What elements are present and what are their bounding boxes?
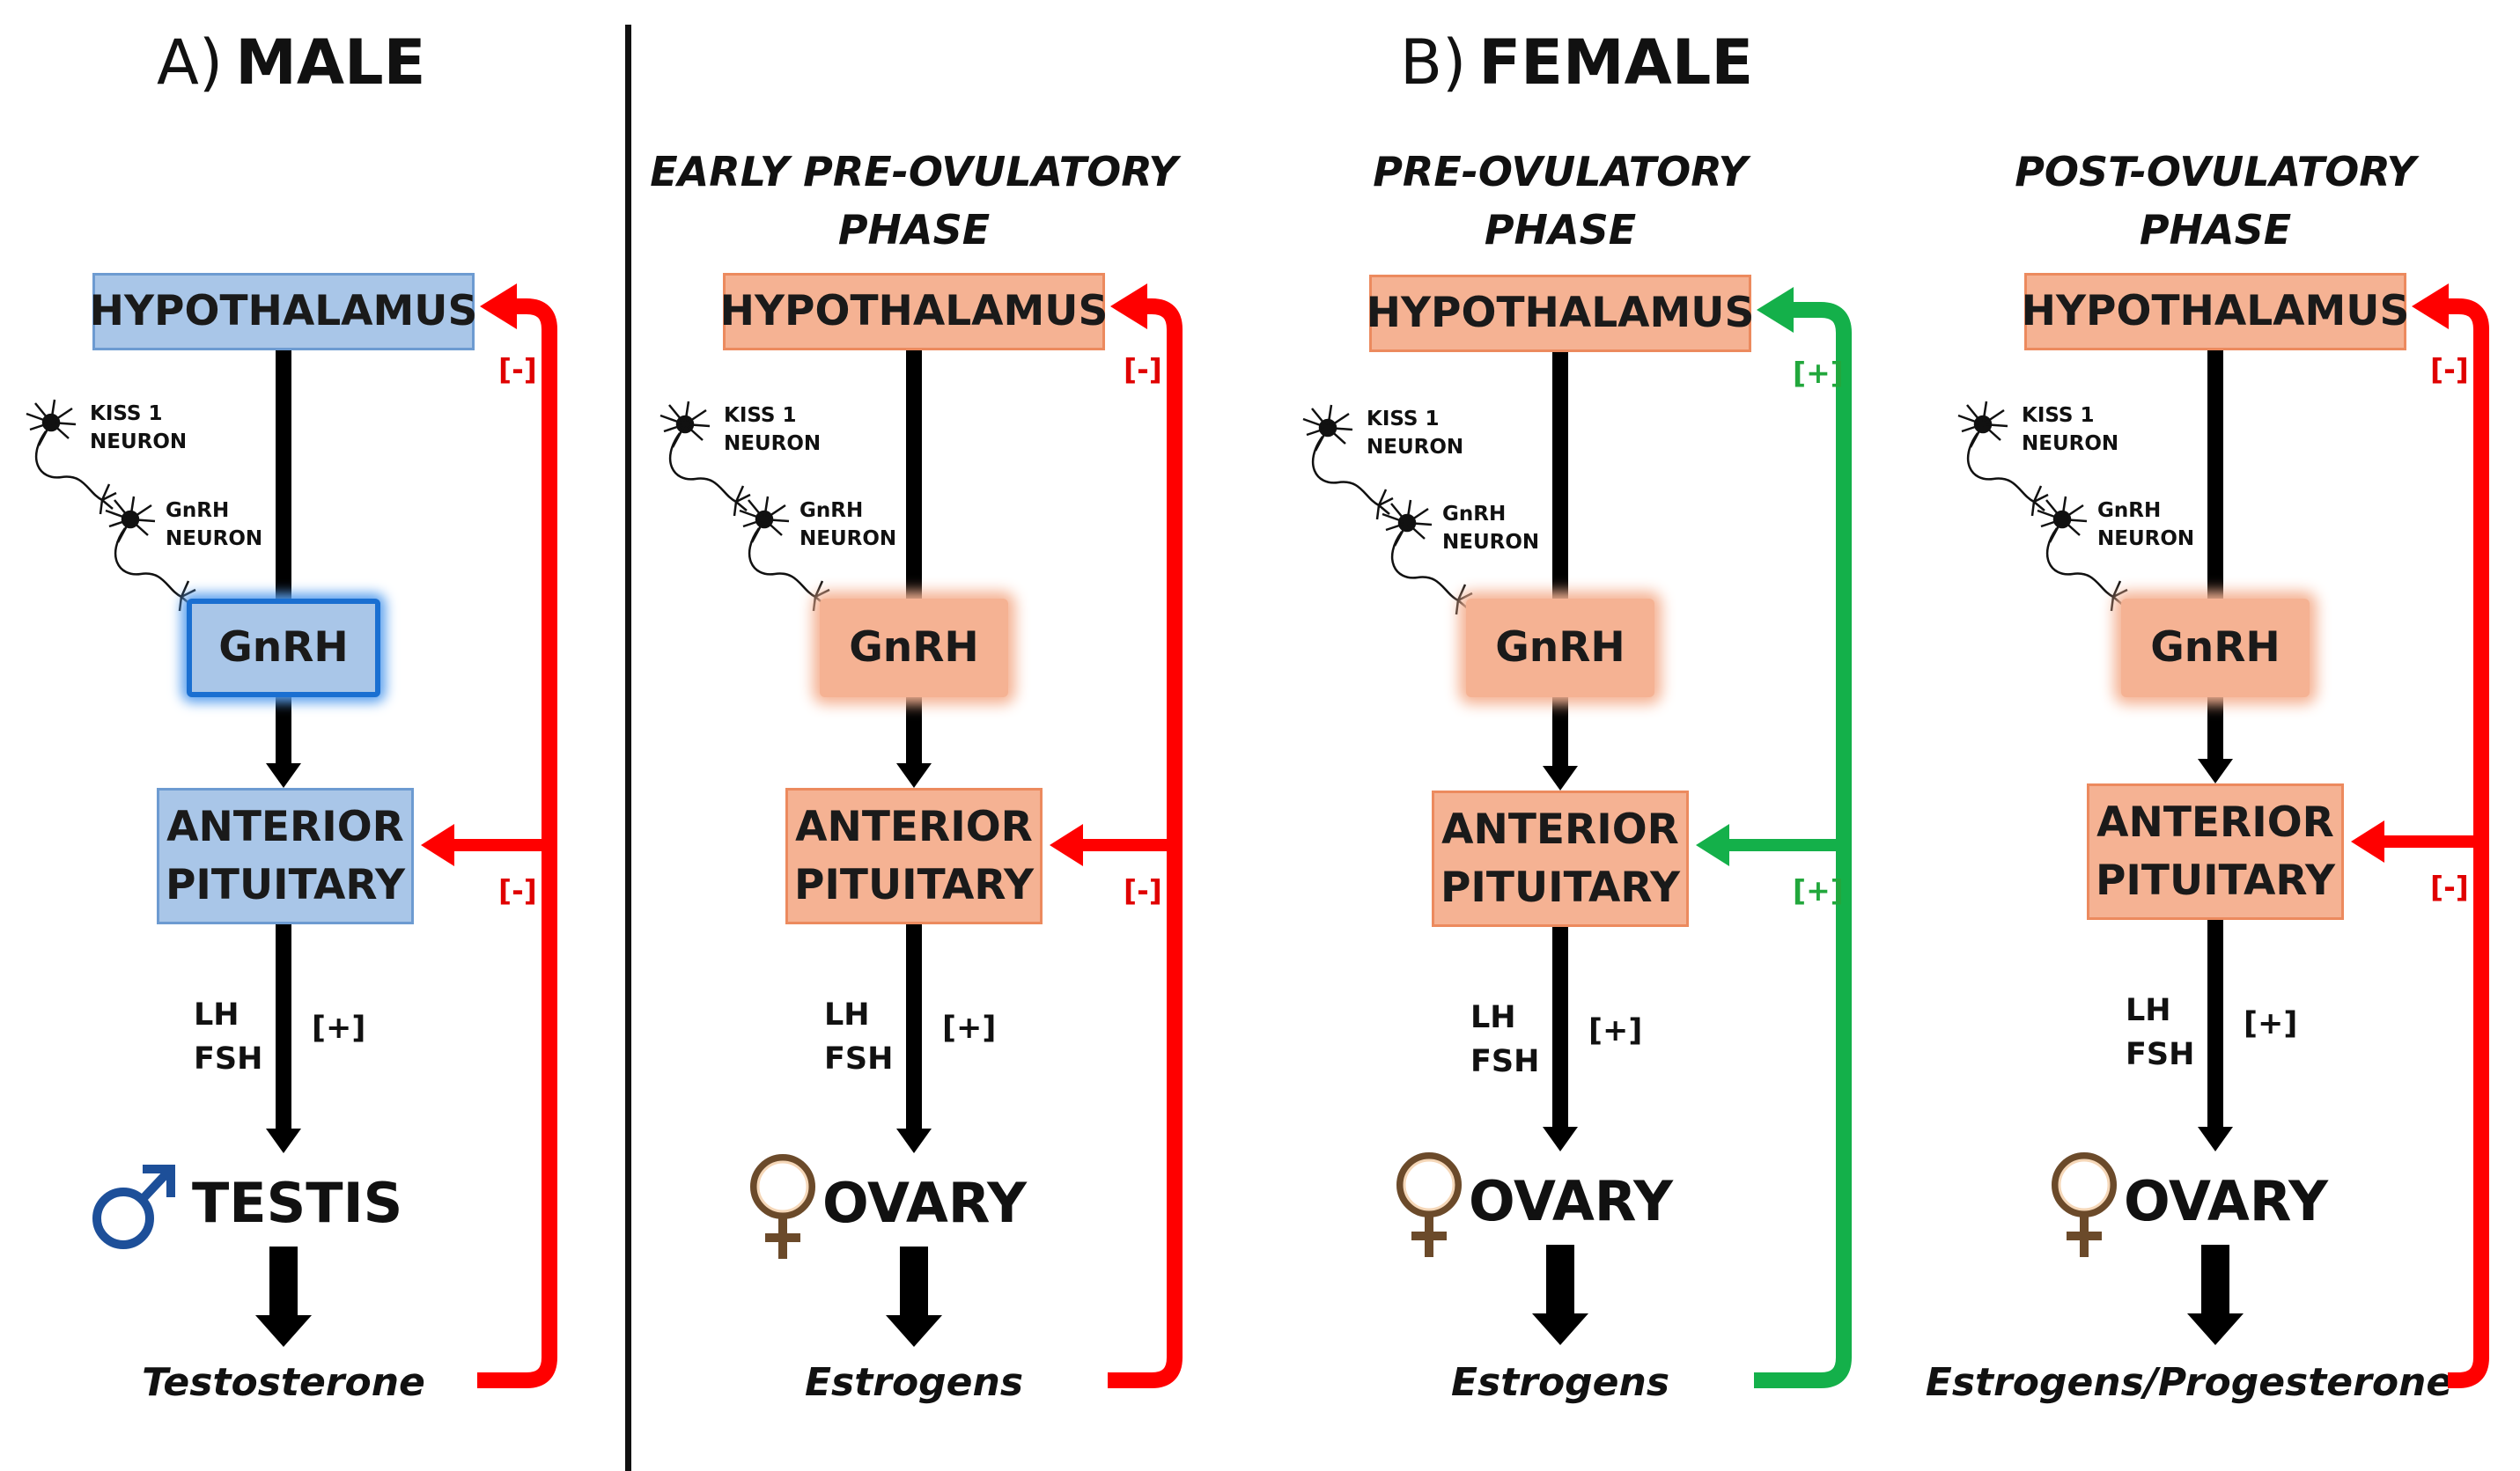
panel3-feedback-mid-label: [+] <box>1793 873 1844 908</box>
panel1-output-arrowhead <box>255 1315 312 1347</box>
panel1-feedback-mid-label: [-] <box>498 873 537 908</box>
male-section-title: A)MALE <box>157 26 425 99</box>
panel3-hypothalamus-box: HYPOTHALAMUS <box>1367 275 1754 352</box>
panel3-feedback-top-label: [+] <box>1793 356 1844 390</box>
panel2-feedback-mid-label: [-] <box>1124 873 1162 908</box>
female-symbol-icon <box>750 1154 815 1259</box>
female-title-prefix: B) <box>1400 26 1467 99</box>
panel2-product-label: Estrogens <box>804 1360 1024 1405</box>
panel4-hypothalamus-box: HYPOTHALAMUS <box>2022 273 2409 350</box>
male-title-prefix: A) <box>157 26 224 99</box>
panel4-feedback-mid-label: [-] <box>2430 870 2469 904</box>
panel4-output-arrowhead <box>2187 1313 2244 1345</box>
panel3-gnrh-box: GnRH <box>1466 599 1654 697</box>
panel3-output-arrow-shaft <box>1546 1245 1574 1315</box>
female-symbol-icon <box>2052 1152 2117 1257</box>
panel1-arrowhead-organ <box>266 1129 301 1153</box>
panel2-output-arrowhead <box>886 1315 942 1347</box>
panel1-gnrh-box: GnRH <box>187 599 380 697</box>
panel2-kiss1-neuron-icon <box>659 401 751 517</box>
panel1-product-label: Testosterone <box>142 1360 425 1405</box>
panel3-lh-fsh-effect: [+] <box>1588 1013 1643 1048</box>
panel4-kiss1-neuron-icon <box>1957 401 2049 517</box>
panel1-kiss1-neuron-icon <box>26 399 117 515</box>
panel4-arrowhead-pituitary <box>2198 759 2233 783</box>
male-symbol-icon <box>92 1165 175 1249</box>
panel1-organ-label: TESTIS <box>192 1171 403 1235</box>
panel4-gnrh-box: GnRH <box>2121 599 2310 697</box>
panel3-gnrh-neuron-icon <box>1382 499 1473 615</box>
panel2-gnrh-box: GnRH <box>820 599 1008 697</box>
panel4-output-arrow-shaft <box>2201 1245 2229 1315</box>
panel2-gnrh-neuron-icon <box>739 496 830 612</box>
male-title-main: MALE <box>235 26 426 99</box>
panel4-gnrh-neuron-icon <box>2037 496 2128 612</box>
panel3-organ-label: OVARY <box>1469 1169 1674 1233</box>
panel1-hypothalamus-box: HYPOTHALAMUS <box>90 273 477 350</box>
panel2-lh-fsh-effect: [+] <box>942 1011 997 1046</box>
panel3-axis-line-lower <box>1552 927 1568 1130</box>
panel4-organ-label: OVARY <box>2124 1169 2329 1233</box>
panel2-arrowhead-pituitary <box>896 763 932 788</box>
panel4-axis-line-lower <box>2207 920 2223 1130</box>
panel4-lh-fsh-effect: [+] <box>2244 1006 2298 1041</box>
panel2-axis-line-lower <box>906 924 922 1132</box>
panel1-output-arrow-shaft <box>269 1247 298 1317</box>
female-title-main: FEMALE <box>1478 26 1754 99</box>
panel2-organ-label: OVARY <box>822 1171 1028 1235</box>
panel4-product-label: Estrogens/Progesterone <box>1925 1360 2453 1405</box>
panel1-axis-line-lower <box>276 924 291 1132</box>
panel1-arrowhead-pituitary <box>266 763 301 788</box>
panel2-arrowhead-organ <box>896 1129 932 1153</box>
panel3-kiss1-neuron-icon <box>1302 404 1394 520</box>
panel4-arrowhead-organ <box>2198 1127 2233 1151</box>
panel2-feedback-top-label: [-] <box>1124 352 1162 386</box>
section-divider <box>625 25 631 1471</box>
panel3-product-label: Estrogens <box>1450 1360 1670 1405</box>
panel4-feedback-top-label: [-] <box>2430 352 2469 386</box>
panel2-output-arrow-shaft <box>900 1247 928 1317</box>
panel2-hypothalamus-box: HYPOTHALAMUS <box>720 273 1108 350</box>
panel1-gnrh-neuron-icon <box>105 496 196 612</box>
panel3-output-arrowhead <box>1532 1313 1588 1345</box>
panel1-lh-fsh-effect: [+] <box>312 1011 366 1046</box>
panel1-feedback-top-label: [-] <box>498 352 537 386</box>
female-symbol-icon <box>1396 1152 1462 1257</box>
panel3-arrowhead-pituitary <box>1543 766 1578 791</box>
panel3-arrowhead-organ <box>1543 1127 1578 1151</box>
female-section-title: B)FEMALE <box>1400 26 1753 99</box>
